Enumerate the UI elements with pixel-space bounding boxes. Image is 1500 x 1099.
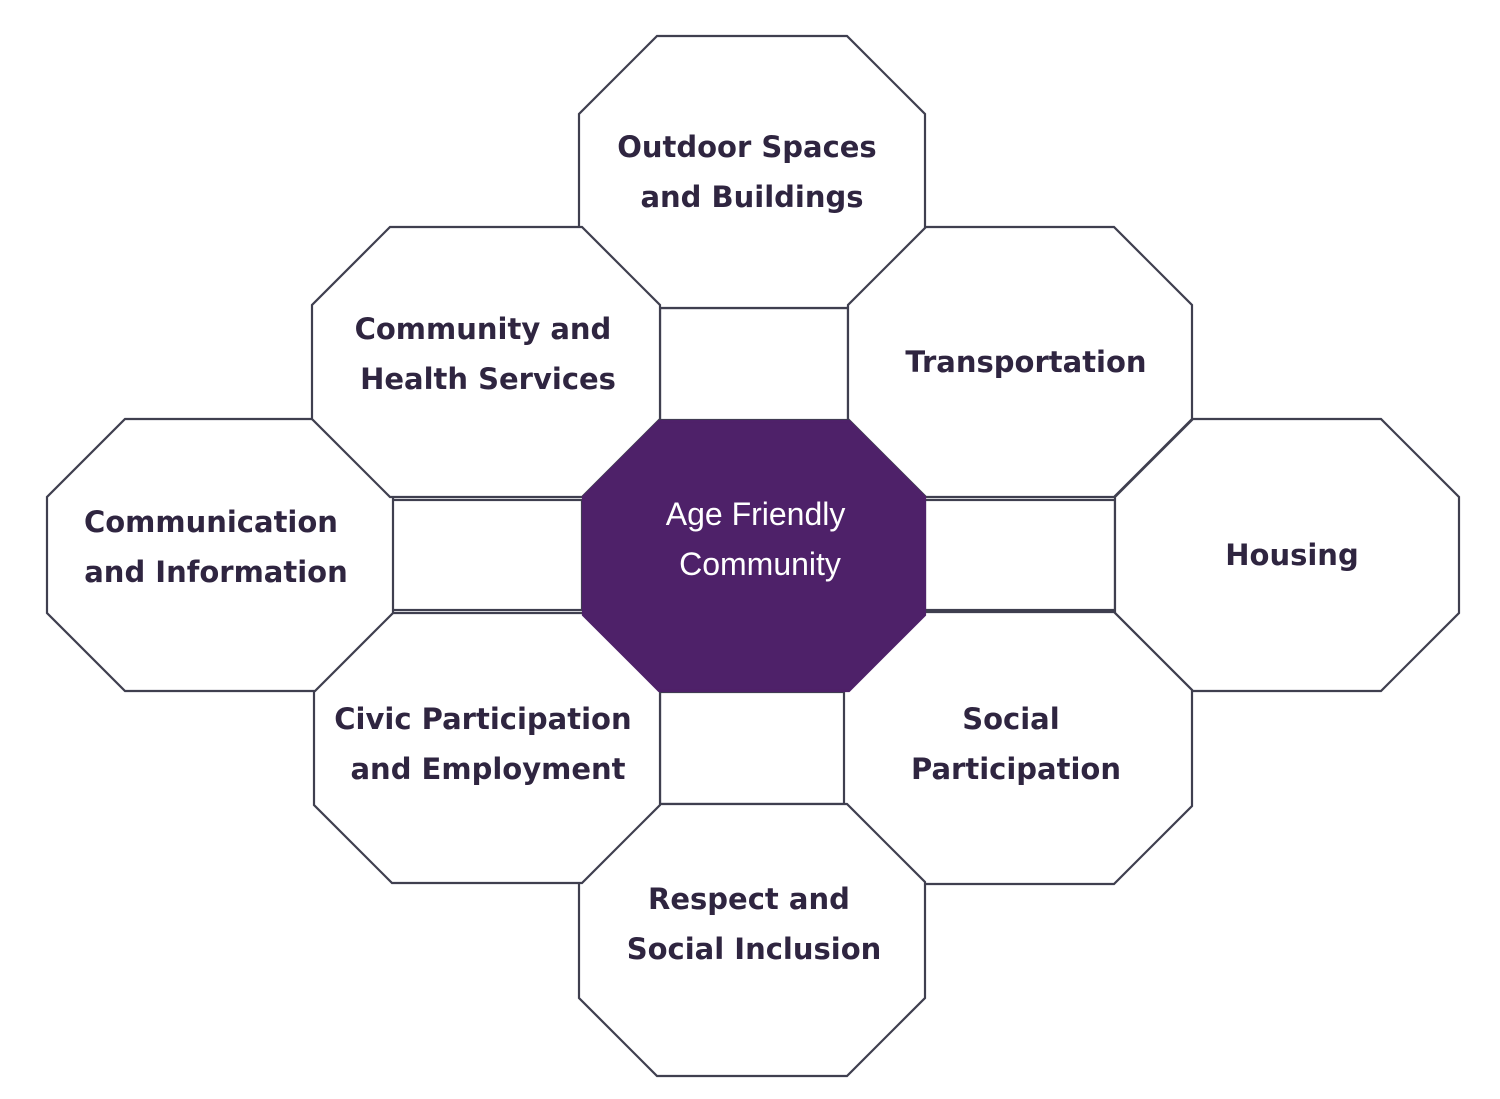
octagon-shape [577,34,927,310]
label-line: Communication [84,505,338,539]
node-label: Housing [1225,538,1358,572]
label-line: and Employment [350,752,625,786]
label-line: Participation [911,752,1121,786]
label-line: Housing [1225,538,1358,572]
node-civic-participation: Civic Participation and Employment [312,611,662,885]
node-social-participation: Social Participation [842,610,1194,886]
octagon-shape [842,610,1194,886]
node-label: Community and Health Services [355,312,622,396]
connector-top [658,306,850,422]
label-line: Health Services [360,362,616,396]
label-line: and Information [84,555,348,589]
label-line: Respect and [648,882,850,916]
label-line: Community [679,546,841,582]
node-label: Transportation [905,345,1146,379]
node-label: Communication and Information [84,505,348,589]
node-label: Outdoor Spaces and Buildings [617,130,887,214]
node-center-age-friendly: Age Friendly Community [581,419,927,693]
label-line: Outdoor Spaces [617,130,877,164]
label-line: Social Inclusion [627,932,882,966]
node-respect-social-inclusion: Respect and Social Inclusion [577,802,927,1078]
center-label: Age Friendly Community [666,496,855,582]
label-line: Civic Participation [334,702,631,736]
label-line: Transportation [905,345,1146,379]
node-housing: Housing [1113,417,1461,693]
connector-bottom [658,690,848,806]
node-outdoor-spaces: Outdoor Spaces and Buildings [577,34,927,310]
label-line: Community and [355,312,612,346]
octagon-shape [312,611,662,885]
octagon-shape [1113,417,1461,693]
octagon-shape [577,802,927,1078]
label-line: and Buildings [640,180,863,214]
connector-right [923,498,1117,612]
node-label: Civic Participation and Employment [334,702,641,786]
node-label: Respect and Social Inclusion [627,882,882,966]
label-line: Age Friendly [666,496,846,532]
label-line: Social [962,702,1059,736]
node-community-health: Community and Health Services [310,225,662,499]
node-transportation: Transportation [846,225,1194,499]
connectors [390,306,1117,806]
node-communication: Communication and Information [45,417,395,693]
octagon-shape [581,419,927,693]
connector-left [390,498,584,612]
node-label: Social Participation [911,702,1121,786]
